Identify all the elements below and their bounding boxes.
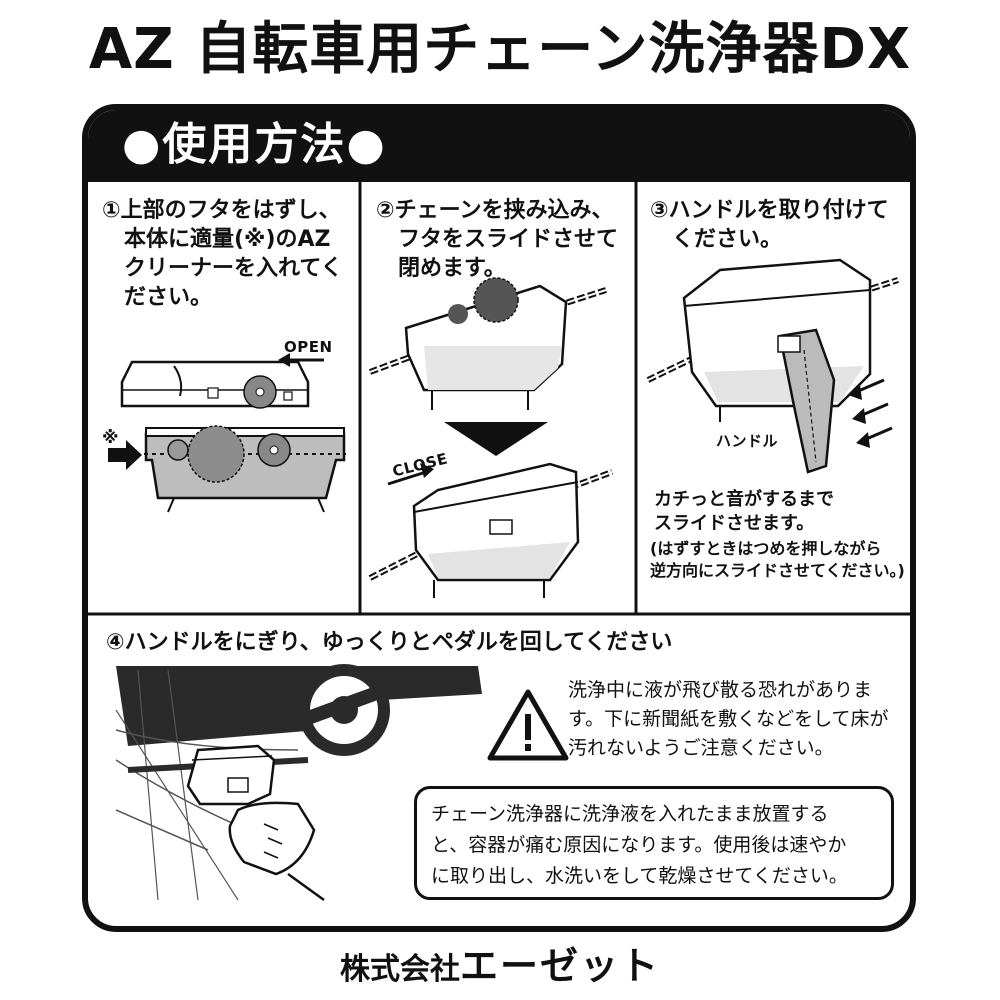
fill-arrow-icon — [108, 440, 142, 470]
down-arrow-icon — [444, 422, 548, 456]
step3-note: カチっと音がするまで スライドさせます。 — [654, 489, 834, 534]
company-brand: エーゼット — [459, 944, 660, 988]
note-mark: ※ — [102, 428, 120, 448]
storage-note-box: チェーン洗浄器に洗浄液を入れたまま放置する と、容器が痛む原因になります。使用後… — [414, 786, 894, 900]
handle-label: ハンドル — [716, 432, 779, 450]
step1-text: ①上部のフタをはずし、 本体に適量(※)のAZ クリーナーを入れてく ださい。 — [102, 198, 343, 310]
step3-handle-illustration — [646, 258, 899, 474]
step1-lid-illustration — [120, 360, 310, 409]
usage-header-bar: ●使用方法● — [88, 110, 910, 182]
usage-heading: ●使用方法● — [122, 119, 387, 170]
illustrations — [88, 182, 910, 902]
step3-text: ③ハンドルを取り付けて ください。 — [650, 198, 889, 252]
step3-subnote: (はずすときはつめを押しながら 逆方向にスライドさせてください。) — [650, 539, 905, 580]
warning-text: 洗浄中に液が飛び散る恐れがありま す。下に新聞紙を敷くなどをして床が 汚れないよ… — [568, 679, 889, 759]
open-label: OPEN — [284, 338, 333, 356]
storage-note-text: チェーン洗浄器に洗浄液を入れたまま放置する と、容器が痛む原因になります。使用後… — [431, 803, 848, 887]
step2-text: ②チェーンを挟み込み、 フタをスライドさせて 閉めます。 — [376, 198, 619, 281]
company-prefix: 株式会社 — [339, 952, 460, 987]
usage-frame: ●使用方法● — [82, 104, 916, 932]
bicycle-illustration — [115, 664, 482, 902]
step4-text: ④ハンドルをにぎり、ゆっくりとペダルを回してください — [106, 630, 673, 655]
close-arrow-icon — [387, 463, 434, 486]
product-title: AZ 自転車用チェーン洗浄器DX — [88, 17, 912, 82]
company-name: 株式会社エーゼット — [0, 944, 1000, 992]
step2-chain-closed-illustration — [368, 462, 614, 598]
slide-arrows-icon — [848, 378, 893, 448]
open-arrow-icon — [278, 353, 324, 367]
step1-body-illustration — [144, 425, 346, 513]
step2-chain-open-illustration — [368, 277, 607, 410]
warning-triangle-icon — [487, 689, 569, 761]
